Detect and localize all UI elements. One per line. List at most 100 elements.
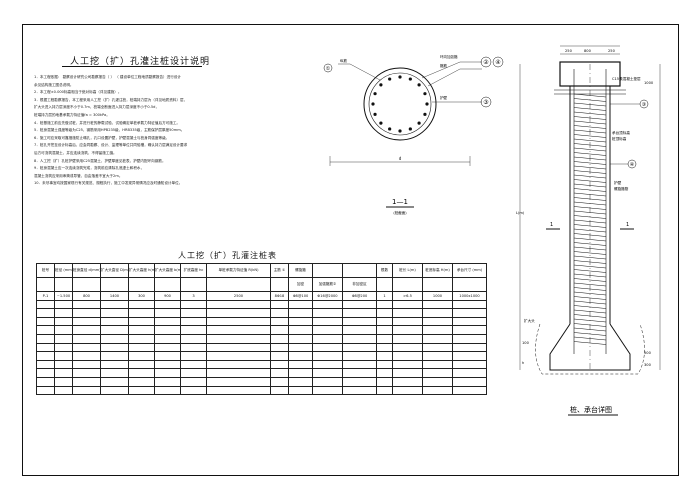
spiral-stirrup: [573, 287, 607, 291]
spiral-stirrup: [573, 296, 607, 300]
table-cell: [154, 308, 181, 318]
table-cell: [392, 368, 423, 378]
table-cell: [154, 333, 181, 344]
table-cell: 螺旋箍: [288, 263, 313, 278]
spiral-stirrup: [573, 165, 607, 170]
table-cell: [288, 308, 313, 318]
table-cell: [312, 308, 343, 318]
table-cell: [312, 368, 343, 378]
spiral-stirrup: [573, 129, 607, 134]
table-row: [36, 342, 487, 353]
table-cell: [422, 333, 453, 344]
table-cell: [376, 376, 393, 387]
spiral-stirrup: [573, 237, 607, 242]
table-cell: [392, 342, 423, 353]
table-cell: [342, 368, 377, 378]
table-cell: [54, 316, 73, 327]
table-cell: [54, 299, 73, 310]
table-cell: [100, 299, 129, 310]
spiral-stirrup: [573, 93, 607, 98]
table-cell: [206, 342, 271, 353]
table-row: [36, 325, 487, 335]
table-cell: [376, 342, 393, 353]
table-cell: 桩号: [36, 263, 55, 278]
table-cell: [36, 351, 55, 361]
spiral-stirrup: [573, 125, 607, 129]
dim-top: 800: [584, 49, 592, 53]
rebar-dot: [398, 75, 402, 79]
table-cell: [392, 351, 423, 361]
table-cell: [422, 308, 453, 318]
table-cell: [154, 376, 181, 387]
table-cell: 桩长 L(m): [392, 263, 423, 278]
table-cell: 桩身直径 d(mm): [72, 263, 101, 278]
table-cell: [72, 333, 101, 344]
pile-table-title: 人工挖（扩）孔灌注桩表: [178, 251, 277, 260]
annot-wall: 护壁: [440, 95, 448, 100]
table-cell: [36, 316, 55, 327]
callout-1: ①: [326, 66, 331, 72]
table-cell: [180, 316, 207, 327]
dim-right: 500: [644, 351, 652, 355]
table-cell: [206, 299, 271, 310]
table-cell: [452, 308, 487, 318]
table-cell: [180, 351, 207, 361]
annot-stirrup: 箍筋: [440, 63, 448, 68]
table-cell: [206, 376, 271, 387]
spiral-stirrup: [573, 102, 607, 107]
table-cell: [72, 351, 101, 361]
spiral-stirrup: [573, 224, 607, 228]
table-cell: [342, 359, 377, 370]
table-cell: [392, 308, 423, 318]
table-cell: [36, 342, 55, 353]
spiral-stirrup: [573, 192, 607, 197]
table-cell: [312, 299, 343, 310]
detail-callout-3: ③: [642, 102, 646, 108]
section-sublabel: (桩截面): [393, 210, 407, 215]
table-cell: [128, 333, 155, 344]
spiral-stirrup: [573, 260, 607, 264]
table-cell: [154, 351, 181, 361]
spiral-stirrup: [573, 219, 607, 224]
note-line: 余见结构施工图总说明。: [34, 82, 74, 87]
table-cell: [270, 342, 289, 353]
table-cell: 扩大头高度 h(mm): [128, 263, 155, 278]
table-cell: [422, 368, 453, 378]
table-cell: P-1: [36, 291, 55, 301]
spiral-stirrup: [573, 251, 607, 255]
table-cell: [128, 385, 155, 396]
table-cell: 加强箍筋②: [312, 277, 343, 292]
table-cell: [376, 325, 393, 335]
table-cell: [288, 359, 313, 370]
spiral-stirrup: [573, 336, 607, 341]
table-cell: 桩径 (mm): [54, 263, 73, 278]
table-cell: [312, 351, 343, 361]
spiral-stirrup: [573, 278, 607, 282]
table-cell: [270, 325, 289, 335]
table-cell: [154, 368, 181, 378]
table-cell: [270, 308, 289, 318]
spiral-stirrup: [573, 228, 607, 233]
table-cell: Φ8@100: [288, 291, 313, 301]
table-cell: 1000: [422, 291, 453, 301]
table-cell: 桩底标高 H(m): [422, 263, 453, 278]
table-cell: [376, 359, 393, 370]
table-cell: [128, 316, 155, 327]
note-line: 扩大头进入持力层深度不小于0.7m，桩端全断面进入持力层深度不小于0.5d，: [34, 105, 160, 110]
table-cell: [180, 385, 207, 396]
dim-left: 100: [522, 341, 530, 345]
table-cell: [376, 316, 393, 327]
table-cell: [422, 342, 453, 353]
spiral-stirrup: [573, 138, 607, 143]
table-cell: [422, 385, 453, 396]
table-cell: 8Φ18: [270, 291, 289, 301]
rebar-dot: [417, 83, 421, 87]
notes-title-underline: [62, 66, 202, 67]
table-cell: [128, 299, 155, 310]
table-cell: [154, 277, 181, 292]
table-cell: [342, 376, 377, 387]
table-row: [36, 316, 487, 327]
rebar-dot: [423, 112, 427, 116]
table-cell: [128, 376, 155, 387]
